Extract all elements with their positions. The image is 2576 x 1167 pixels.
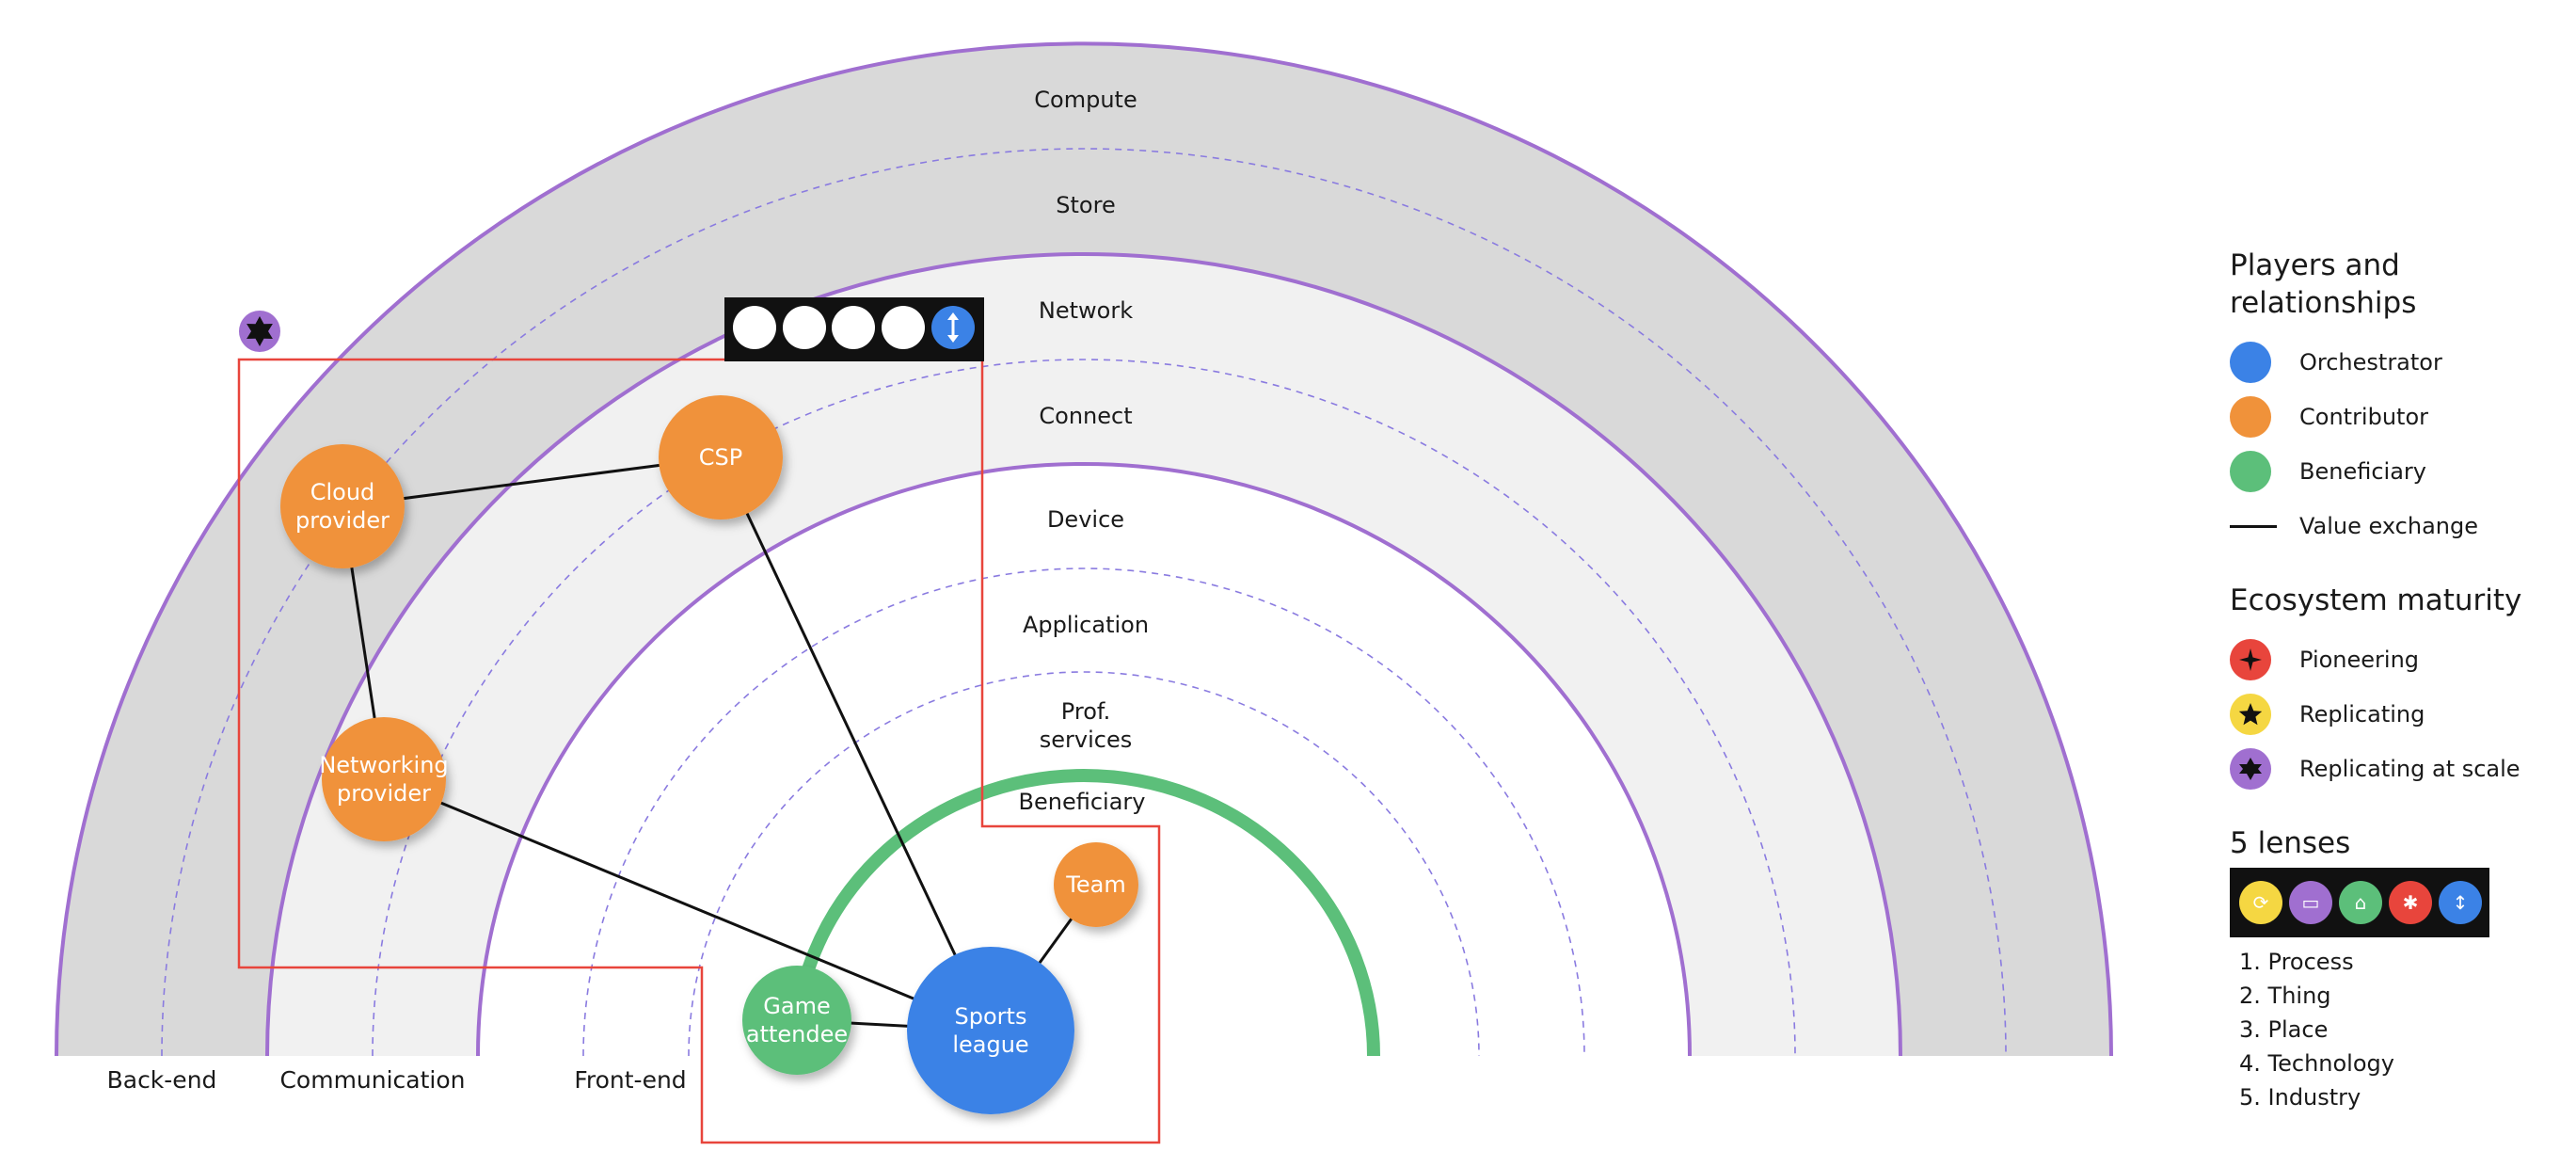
lens-badge-slot-2 bbox=[783, 306, 826, 349]
industry-arrows-icon bbox=[947, 312, 959, 343]
beneficiary-ring bbox=[787, 769, 1380, 1057]
lens-item-process: 1. Process bbox=[2239, 949, 2354, 975]
replicating-at-scale-swatch bbox=[2230, 748, 2271, 790]
ring-labels: Compute Store Network Connect Device App… bbox=[1019, 87, 1150, 815]
legend-row-contributor: Contributor bbox=[2230, 390, 2568, 444]
beneficiary-circle bbox=[742, 966, 851, 1075]
industry-icon: ↕ bbox=[2439, 881, 2482, 924]
value-exchange-swatch bbox=[2230, 524, 2277, 528]
segment-label-front-end: Front-end bbox=[574, 1066, 686, 1094]
lens-badge-slot-1 bbox=[733, 306, 776, 349]
legend-row-replicating: Replicating bbox=[2230, 687, 2568, 742]
node-csp: CSP bbox=[659, 395, 783, 520]
ring-label-device: Device bbox=[1047, 506, 1124, 533]
legend-label-orchestrator: Orchestrator bbox=[2299, 349, 2442, 376]
legend-row-value-exchange: Value exchange bbox=[2230, 499, 2568, 553]
legend-label-replicating: Replicating bbox=[2299, 701, 2425, 727]
ring-label-connect: Connect bbox=[1039, 403, 1132, 429]
value-exchange-networking-sports bbox=[383, 777, 992, 1032]
back-end-band bbox=[56, 43, 2111, 1057]
contributor-circle bbox=[280, 444, 405, 568]
node-label-csp: CSP bbox=[699, 444, 742, 471]
ring-label-store: Store bbox=[1056, 192, 1115, 218]
four-point-star-icon bbox=[2239, 648, 2262, 671]
thing-icon: ▭ bbox=[2289, 881, 2332, 924]
highlight-outline bbox=[237, 358, 1161, 1144]
contributor-circle bbox=[322, 717, 446, 841]
six-point-star-icon bbox=[2239, 758, 2262, 780]
contributor-swatch bbox=[2230, 396, 2271, 438]
legend-maturity: Ecosystem maturity Pioneering Replicatin… bbox=[2230, 582, 2568, 796]
lens-badge bbox=[724, 297, 984, 361]
contributor-circle bbox=[1054, 842, 1138, 927]
boundary-rings bbox=[55, 41, 2113, 1057]
lens-bar: ⟳ ▭ ⌂ ✱ ↕ bbox=[2230, 868, 2489, 937]
six-point-star-icon bbox=[246, 316, 273, 346]
beneficiary-swatch bbox=[2230, 451, 2271, 492]
replicating-at-scale-badge bbox=[239, 311, 280, 352]
legend-players-title: Players and relationships bbox=[2230, 248, 2417, 320]
segment-labels: Back-end Communication Front-end bbox=[107, 1066, 687, 1094]
legend-row-pioneering: Pioneering bbox=[2230, 632, 2568, 687]
node-label-team: Team bbox=[1065, 871, 1125, 898]
orchestrator-swatch bbox=[2230, 342, 2271, 383]
legend-maturity-title: Ecosystem maturity bbox=[2230, 584, 2522, 617]
ecosystem-diagram: Compute Store Network Connect Device App… bbox=[55, 41, 2113, 1144]
segment-label-back-end: Back-end bbox=[107, 1066, 217, 1094]
node-team: Team bbox=[1054, 842, 1138, 927]
orchestrator-circle bbox=[907, 947, 1074, 1114]
legend-row-orchestrator: Orchestrator bbox=[2230, 335, 2568, 390]
place-icon: ⌂ bbox=[2339, 881, 2382, 924]
legend-lenses-title: 5 lenses bbox=[2230, 826, 2351, 860]
legend-label-value-exchange: Value exchange bbox=[2299, 513, 2478, 539]
pioneering-swatch bbox=[2230, 639, 2271, 680]
lens-badge-slot-3 bbox=[832, 306, 875, 349]
contributor-circle bbox=[659, 395, 783, 520]
ring-label-prof-services: Prof.services bbox=[1040, 698, 1132, 753]
lens-item-place: 3. Place bbox=[2239, 1016, 2329, 1043]
process-icon: ⟳ bbox=[2239, 881, 2282, 924]
five-point-star-icon bbox=[2238, 703, 2263, 726]
lens-item-technology: 4. Technology bbox=[2239, 1050, 2394, 1077]
ring-label-beneficiary: Beneficiary bbox=[1019, 789, 1146, 815]
legend-row-beneficiary: Beneficiary bbox=[2230, 444, 2568, 499]
lens-item-industry: 5. Industry bbox=[2239, 1084, 2361, 1111]
legend-lenses: 5 lenses ⟳ ▭ ⌂ ✱ ↕ 1. Process 2. Thing 3… bbox=[2230, 824, 2568, 1114]
dashed-rings bbox=[161, 148, 2007, 1057]
replicating-swatch bbox=[2230, 694, 2271, 735]
ring-label-compute: Compute bbox=[1034, 87, 1137, 113]
lens-badge-slot-4 bbox=[882, 306, 925, 349]
value-exchange-csp-sports bbox=[719, 456, 993, 1031]
legend-label-beneficiary: Beneficiary bbox=[2299, 458, 2426, 485]
legend-row-replicating-at-scale: Replicating at scale bbox=[2230, 742, 2568, 796]
legend-label-contributor: Contributor bbox=[2299, 404, 2429, 430]
legend-label-replicating-at-scale: Replicating at scale bbox=[2299, 756, 2520, 782]
legend-label-pioneering: Pioneering bbox=[2299, 647, 2420, 673]
legend: Players and relationships Orchestrator C… bbox=[2230, 247, 2568, 1143]
technology-icon: ✱ bbox=[2389, 881, 2432, 924]
lens-list: 1. Process 2. Thing 3. Place 4. Technolo… bbox=[2230, 945, 2568, 1114]
value-exchange-cloud-csp bbox=[342, 456, 722, 508]
lens-item-thing: 2. Thing bbox=[2239, 983, 2331, 1009]
segment-label-communication: Communication bbox=[279, 1066, 465, 1094]
legend-players: Players and relationships Orchestrator C… bbox=[2230, 247, 2568, 553]
ring-label-application: Application bbox=[1023, 612, 1149, 638]
ring-label-network: Network bbox=[1039, 297, 1133, 324]
